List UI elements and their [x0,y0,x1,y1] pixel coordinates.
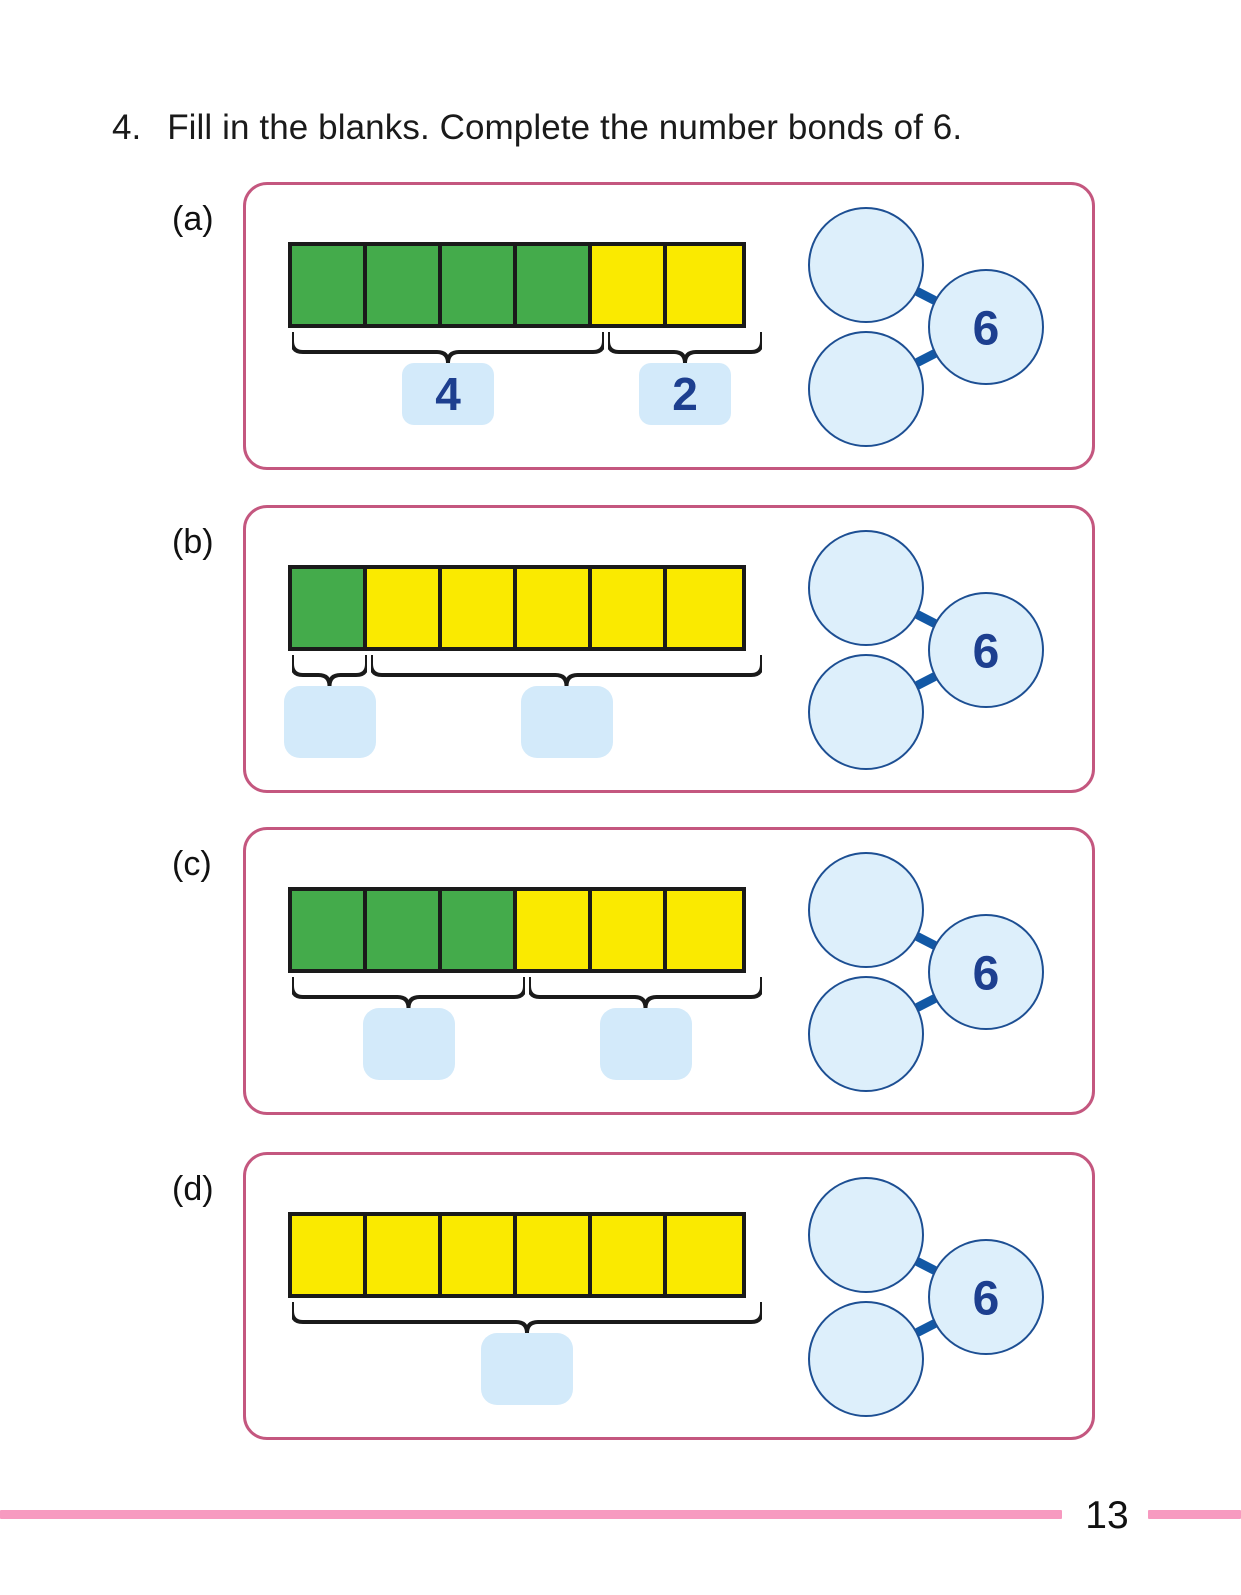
bar-strip [288,242,746,328]
bar-cell-yellow [667,1216,742,1294]
bar-cell-green [292,891,367,969]
page-footer: 13 [0,1494,1241,1538]
part-label-d: (d) [172,1170,214,1208]
bar-cell-green [442,891,517,969]
question-text: Fill in the blanks. Complete the number … [167,108,963,147]
answer-box-c-1[interactable] [362,1008,455,1080]
bar-strip [288,1212,746,1298]
bar-cell-yellow [592,891,667,969]
bar-cell-yellow [517,1216,592,1294]
bar-cell-yellow [292,1216,367,1294]
bar-cell-yellow [442,1216,517,1294]
bar-model-b [288,565,746,651]
question-number: 4. [112,108,142,147]
brace-b-2 [371,655,762,687]
number-bond-d: 6 [806,1173,1056,1423]
answer-box-b-2[interactable] [520,686,613,758]
part-label-c: (c) [172,845,212,883]
bar-cell-green [517,246,592,324]
bar-model-d [288,1212,746,1298]
bond-whole-circle [928,1239,1044,1355]
bond-part-circle-1[interactable] [808,207,924,323]
footer-rule-left [0,1510,1062,1519]
bond-part-circle-1[interactable] [808,852,924,968]
bond-part-circle-2[interactable] [808,976,924,1092]
bar-cell-yellow [667,246,742,324]
bar-cell-yellow [442,569,517,647]
footer-rule-right [1148,1510,1241,1519]
answer-box-a-1[interactable]: 4 [402,363,494,425]
brace-c-1 [292,977,525,1009]
bar-cell-yellow [367,1216,442,1294]
bar-strip [288,565,746,651]
bar-model-a [288,242,746,328]
number-bond-a: 6 [806,203,1056,453]
bond-part-circle-2[interactable] [808,1301,924,1417]
brace-d-1 [292,1302,762,1334]
bond-whole-circle [928,592,1044,708]
answer-box-d-1[interactable] [481,1333,573,1405]
bond-part-circle-1[interactable] [808,1177,924,1293]
part-label-a: (a) [172,200,214,238]
answer-box-b-1[interactable] [283,686,376,758]
bar-cell-green [367,891,442,969]
bar-cell-green [367,246,442,324]
bar-cell-green [292,569,367,647]
bond-whole-value: 6 [973,303,1000,356]
bar-cell-yellow [592,569,667,647]
bond-whole-circle [928,269,1044,385]
bar-cell-yellow [592,246,667,324]
brace-a-1 [292,332,604,364]
bar-cell-yellow [667,891,742,969]
bar-strip [288,887,746,973]
bar-cell-yellow [592,1216,667,1294]
bond-part-circle-2[interactable] [808,654,924,770]
bar-cell-green [442,246,517,324]
part-panel-d: 6 [243,1152,1095,1440]
page-number: 13 [1085,1494,1129,1537]
brace-b-1 [292,655,367,687]
bond-whole-value: 6 [973,626,1000,679]
brace-c-2 [529,977,762,1009]
part-panel-c: 6 [243,827,1095,1115]
bond-part-circle-1[interactable] [808,530,924,646]
answer-box-c-2[interactable] [599,1008,692,1080]
number-bond-c: 6 [806,848,1056,1098]
bar-cell-yellow [517,569,592,647]
bond-part-circle-2[interactable] [808,331,924,447]
bond-whole-circle [928,914,1044,1030]
bar-model-c [288,887,746,973]
question-header: 4. Fill in the blanks. Complete the numb… [112,108,1112,148]
number-bond-b: 6 [806,526,1056,776]
brace-a-2 [608,332,762,364]
bond-whole-value: 6 [973,1273,1000,1326]
bar-cell-yellow [667,569,742,647]
part-panel-b: 6 [243,505,1095,793]
bar-cell-yellow [517,891,592,969]
bond-whole-value: 6 [973,948,1000,1001]
bar-cell-green [292,246,367,324]
part-label-b: (b) [172,523,214,561]
answer-box-a-2[interactable]: 2 [639,363,731,425]
bar-cell-yellow [367,569,442,647]
part-panel-a: 4 2 6 [243,182,1095,470]
